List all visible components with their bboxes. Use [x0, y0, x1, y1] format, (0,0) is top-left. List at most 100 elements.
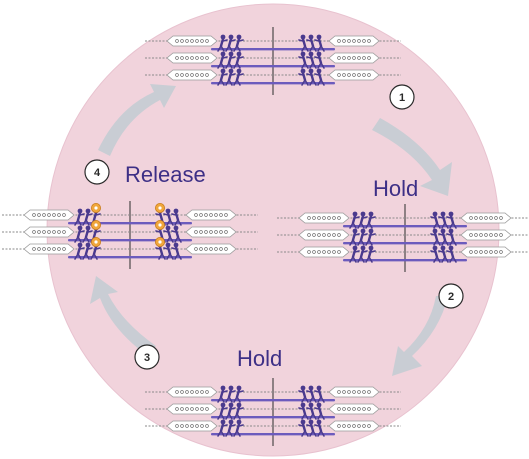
- person-icon: [298, 68, 309, 86]
- person-icon: [217, 34, 228, 52]
- coin-icon: [91, 202, 102, 213]
- person-icon: [298, 402, 309, 420]
- tug-of-war-cluster-right: [277, 204, 529, 272]
- person-icon: [306, 34, 317, 52]
- person-icon: [438, 211, 449, 229]
- person-icon: [233, 402, 244, 420]
- rope-coil-right: [328, 52, 380, 64]
- person-icon: [225, 34, 236, 52]
- person-icon: [225, 385, 236, 403]
- person-icon: [217, 51, 228, 69]
- person-icon: [430, 211, 441, 229]
- rope-coil-right: [185, 209, 237, 221]
- person-icon: [349, 228, 360, 246]
- rope-coil-right: [460, 212, 512, 224]
- rope-coil-left: [23, 209, 75, 221]
- person-icon: [430, 245, 441, 263]
- person-icon: [314, 385, 325, 403]
- person-icon: [298, 385, 309, 403]
- person-icon: [233, 51, 244, 69]
- person-icon: [314, 51, 325, 69]
- rope-coil-right: [328, 420, 380, 432]
- arrow-1-icon: [372, 118, 452, 196]
- person-icon: [314, 34, 325, 52]
- rope-coil-right: [460, 229, 512, 241]
- person-icon: [314, 402, 325, 420]
- person-icon: [74, 208, 85, 226]
- rope-coil-left: [166, 403, 218, 415]
- tug-of-war-cluster-bottom: [145, 378, 401, 446]
- step-number-1: 1: [399, 92, 405, 104]
- person-icon: [306, 419, 317, 437]
- person-icon: [306, 385, 317, 403]
- coin-icon: [154, 236, 165, 247]
- step-badge-3: 3: [134, 344, 160, 370]
- step-number-4: 4: [94, 167, 101, 179]
- cycle-arrows: [90, 84, 452, 376]
- person-icon: [217, 385, 228, 403]
- rope-coil-right: [185, 226, 237, 238]
- step-number-2: 2: [448, 291, 454, 303]
- person-icon: [438, 245, 449, 263]
- arrow-4-icon: [98, 84, 176, 156]
- tug-of-war-cluster-left: [2, 201, 258, 269]
- person-icon: [171, 208, 182, 226]
- rope-coil-left: [166, 35, 218, 47]
- person-icon: [82, 208, 93, 226]
- rope-coil-left: [298, 229, 350, 241]
- person-icon: [233, 419, 244, 437]
- person-icon: [225, 68, 236, 86]
- person-icon: [306, 51, 317, 69]
- rope-coil-left: [23, 243, 75, 255]
- person-icon: [438, 228, 449, 246]
- rope-coil-left: [298, 212, 350, 224]
- rope-coil-right: [328, 386, 380, 398]
- rope-coil-left: [166, 386, 218, 398]
- person-icon: [163, 225, 174, 243]
- label-hold-right: Hold: [373, 176, 418, 201]
- coin-icon: [91, 236, 102, 247]
- person-icon: [357, 228, 368, 246]
- rope-coil-left: [23, 226, 75, 238]
- person-icon: [217, 402, 228, 420]
- person-icon: [233, 68, 244, 86]
- rope-coil-left: [166, 420, 218, 432]
- person-icon: [306, 68, 317, 86]
- rope-coil-left: [298, 246, 350, 258]
- person-icon: [306, 402, 317, 420]
- person-icon: [357, 211, 368, 229]
- person-icon: [163, 208, 174, 226]
- label-release: Release: [125, 162, 206, 187]
- rope-coil-right: [328, 35, 380, 47]
- step-badge-1: 1: [389, 84, 415, 110]
- coin-icon: [154, 202, 165, 213]
- label-hold-bottom: Hold: [237, 346, 282, 371]
- person-icon: [314, 419, 325, 437]
- step-number-3: 3: [144, 352, 150, 364]
- person-icon: [82, 225, 93, 243]
- person-icon: [225, 402, 236, 420]
- person-icon: [365, 228, 376, 246]
- person-icon: [314, 68, 325, 86]
- person-icon: [233, 385, 244, 403]
- person-icon: [446, 228, 457, 246]
- person-icon: [349, 245, 360, 263]
- step-badge-2: 2: [438, 283, 464, 309]
- rope-coil-right: [185, 243, 237, 255]
- rope-coil-left: [166, 69, 218, 81]
- person-icon: [171, 242, 182, 260]
- person-icon: [446, 245, 457, 263]
- coin-icon: [154, 219, 165, 230]
- person-icon: [74, 242, 85, 260]
- step-badge-4: 4: [84, 159, 110, 185]
- person-icon: [217, 68, 228, 86]
- person-icon: [365, 211, 376, 229]
- tug-of-war-cluster-top: [145, 27, 401, 95]
- person-icon: [82, 242, 93, 260]
- person-icon: [357, 245, 368, 263]
- person-icon: [365, 245, 376, 263]
- person-icon: [446, 211, 457, 229]
- rope-coil-left: [166, 52, 218, 64]
- coin-icon: [91, 219, 102, 230]
